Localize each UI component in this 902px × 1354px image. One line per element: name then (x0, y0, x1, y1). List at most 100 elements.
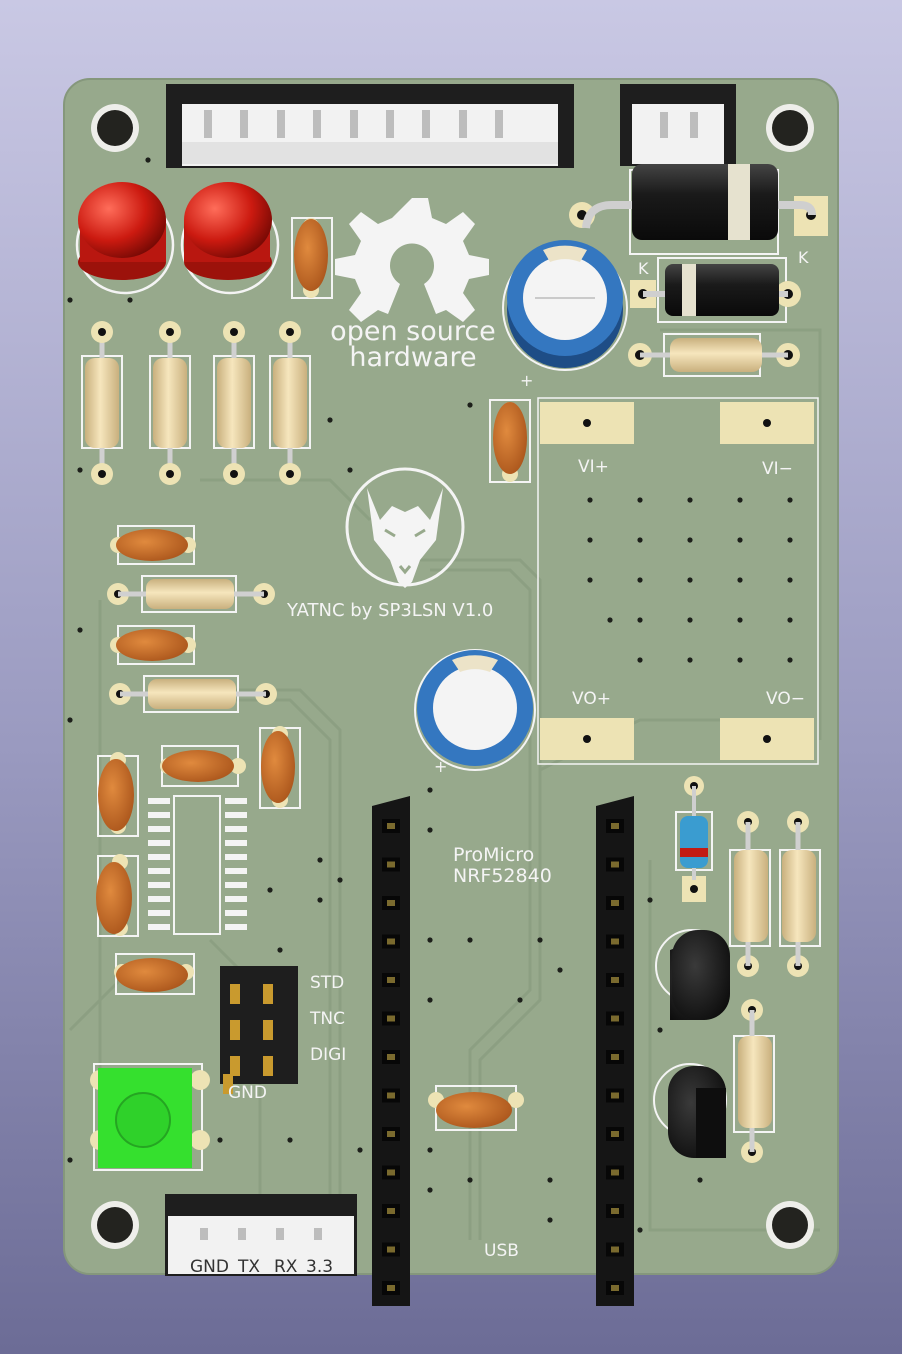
ceramic-cap-c4 (110, 625, 196, 665)
resistor-right-2 (779, 811, 821, 977)
ic-pad (225, 882, 247, 888)
via (467, 402, 473, 408)
via (637, 537, 643, 543)
via (547, 1217, 553, 1223)
jumper-pin (263, 1056, 273, 1076)
via (787, 617, 793, 623)
resistor-body (273, 358, 307, 448)
uart-label-tx: TX (237, 1257, 260, 1277)
header-contact (611, 1169, 619, 1176)
resistor-drill (286, 470, 294, 478)
via (77, 467, 83, 473)
via (427, 787, 433, 793)
via (277, 947, 283, 953)
top-connector-9pin (166, 84, 574, 168)
ceramic-cap-c7 (259, 726, 301, 809)
uart-label-3v3: 3.3 (306, 1257, 333, 1277)
via (787, 537, 793, 543)
resistor-left-2 (109, 675, 277, 713)
via-holes (67, 157, 793, 1233)
header-contact (611, 823, 619, 829)
oshw-gear-logo (335, 198, 489, 322)
push-button (90, 1063, 210, 1171)
ceramic-cap-c3 (110, 525, 196, 565)
ic-pad (225, 910, 247, 916)
via (327, 417, 333, 423)
via (787, 657, 793, 663)
via (587, 497, 593, 503)
ceramic-cap-c9 (114, 953, 195, 995)
via (687, 497, 693, 503)
header-contact (387, 900, 395, 906)
via (427, 997, 433, 1003)
ic-pad (225, 854, 247, 860)
zener-diode (675, 776, 713, 902)
via (737, 537, 743, 543)
via (607, 617, 613, 623)
jumper-pin (230, 1056, 240, 1076)
via (557, 967, 563, 973)
mode-label-gnd: GND (228, 1083, 267, 1103)
resistor-drill (286, 328, 294, 336)
module-label-1: ProMicro (453, 844, 534, 866)
ic-pad (225, 868, 247, 874)
via (67, 717, 73, 723)
via (517, 997, 523, 1003)
header-contact (387, 1131, 395, 1137)
via (287, 1137, 293, 1143)
header-contact (387, 861, 395, 868)
header-contact (387, 1285, 395, 1291)
header-contact (387, 1169, 395, 1176)
ic-pad (225, 826, 247, 832)
resistor-left-1 (107, 575, 275, 613)
dcdc-label-vin-plus: VI+ (578, 457, 609, 477)
via (77, 627, 83, 633)
dcdc-label-vout-plus: VO+ (572, 689, 611, 709)
polarity-plus-middle: + (434, 757, 447, 776)
via (787, 497, 793, 503)
jumper-pin (263, 1020, 273, 1040)
header-contact (611, 900, 619, 906)
oshw-text-line1: open source (330, 316, 496, 347)
header-contact (387, 938, 395, 945)
oshw-text-line2: hardware (349, 342, 476, 373)
header-contact (611, 1208, 619, 1214)
uart-label-gnd: GND (190, 1257, 229, 1277)
uart-connector-4pin (165, 1194, 357, 1276)
via (217, 1137, 223, 1143)
via (427, 937, 433, 943)
ceramic-cap-c6 (160, 745, 246, 787)
resistor-right-1 (729, 811, 771, 977)
mode-label-tnc: TNC (309, 1009, 345, 1029)
electrolytic-cap-middle: + (414, 649, 536, 776)
ic-pad (225, 896, 247, 902)
ceramic-cap-c5 (97, 752, 139, 837)
header-contact (387, 823, 395, 829)
ic-pad (148, 854, 170, 860)
led-1 (75, 182, 175, 295)
led-2 (180, 182, 280, 295)
ic-pad (225, 812, 247, 818)
mounting-holes (91, 104, 814, 1249)
header-contact (611, 1054, 619, 1060)
mode-label-std: STD (310, 973, 344, 993)
jumper-pin (223, 1074, 233, 1094)
header-contact (387, 1015, 395, 1022)
header-contact (611, 1246, 619, 1253)
resistor-drill (230, 328, 238, 336)
via (637, 657, 643, 663)
via (317, 897, 323, 903)
resistor-body (85, 358, 119, 448)
promicro-header-right (596, 796, 634, 1306)
small-diode: K (630, 257, 801, 323)
resistor-top-right (628, 333, 800, 377)
soic-ic-footprint (148, 795, 247, 935)
via (467, 937, 473, 943)
board-title: YATNC by SP3LSN V1.0 (286, 600, 493, 621)
via (647, 897, 653, 903)
jumper-pin (263, 984, 273, 1004)
via (657, 1027, 663, 1033)
via (637, 497, 643, 503)
ic-pad (148, 910, 170, 916)
